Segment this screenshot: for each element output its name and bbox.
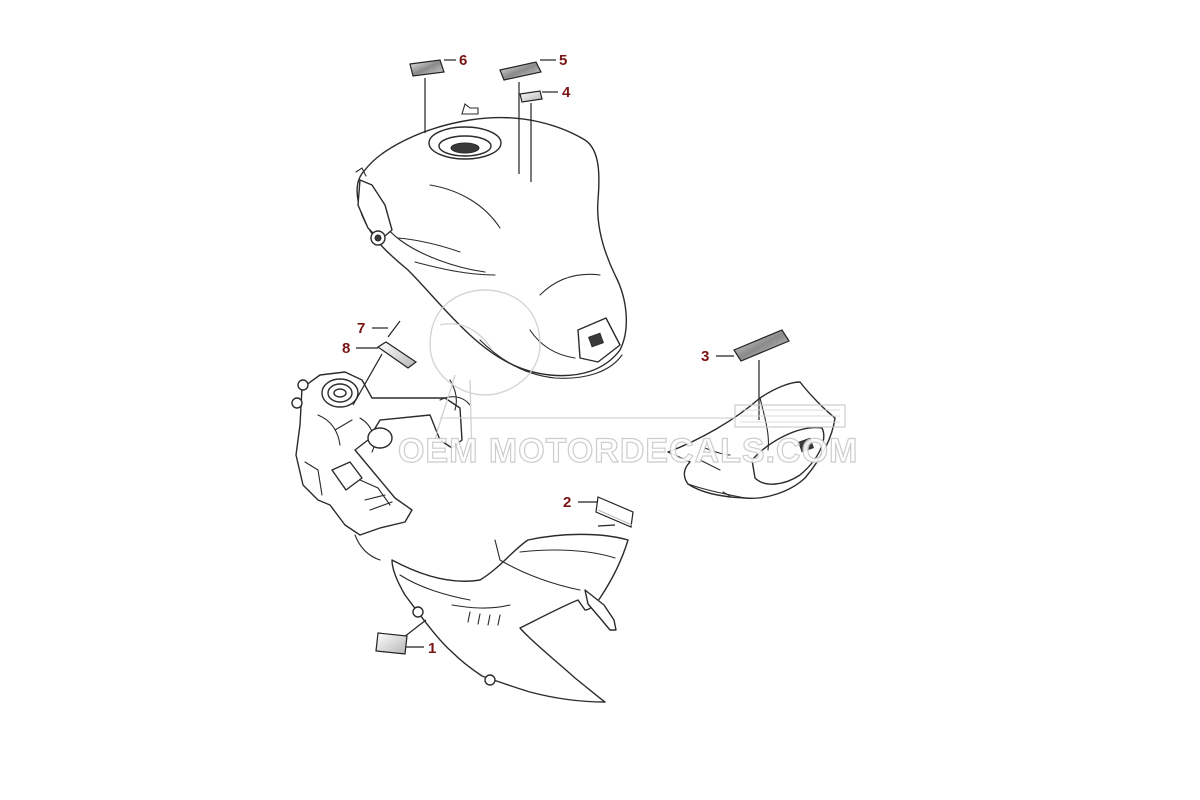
callout-1: 1 [406, 640, 436, 657]
callout-4-label: 4 [562, 84, 571, 101]
fuel-tank [355, 78, 628, 379]
callout-8: 8 [342, 340, 378, 357]
callout-3-label: 3 [701, 348, 709, 365]
callout-8-label: 8 [342, 340, 350, 357]
decal-1 [375, 632, 408, 655]
watermark-helmet-icon [429, 289, 541, 396]
watermark-text: OEM MOTORDECALS.COM [398, 432, 858, 470]
decal-7 [387, 320, 401, 338]
callout-7-label: 7 [357, 320, 365, 337]
callout-3: 3 [701, 348, 734, 365]
callout-6: 6 [444, 52, 467, 69]
decal-5 [499, 61, 542, 81]
decal-3 [733, 329, 790, 362]
callout-5-label: 5 [559, 52, 567, 69]
tail-cowl [391, 524, 629, 703]
callout-1-label: 1 [428, 640, 436, 657]
decal-6 [409, 59, 445, 77]
frame-section [291, 353, 471, 561]
callout-7: 7 [357, 320, 388, 337]
callout-4: 4 [542, 84, 571, 101]
callout-2: 2 [563, 494, 598, 511]
callout-6-label: 6 [459, 52, 467, 69]
decal-8 [376, 341, 418, 369]
watermark: OEM MOTORDECALS.COM [397, 289, 858, 471]
decal-2 [595, 496, 634, 528]
callout-5: 5 [540, 52, 567, 69]
callout-2-label: 2 [563, 494, 571, 511]
decal-4 [519, 90, 543, 103]
front-cowl [667, 360, 836, 500]
